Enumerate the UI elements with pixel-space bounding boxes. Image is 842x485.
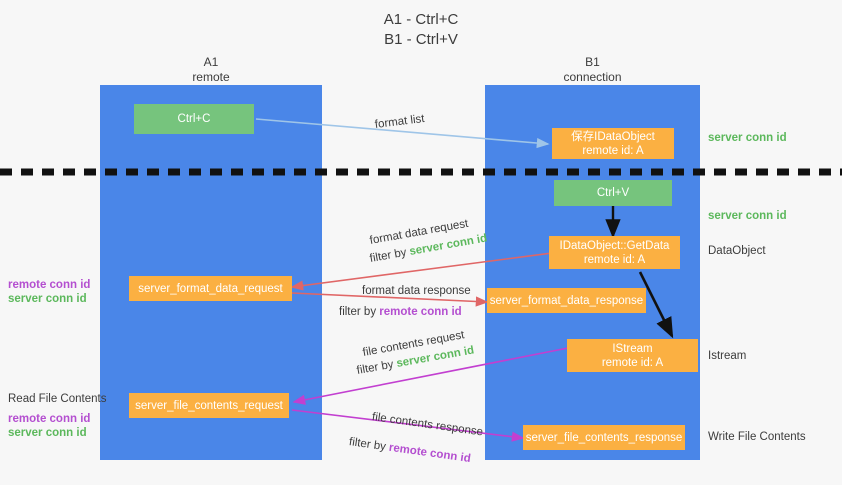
- column-header-a1: A1 remote: [100, 55, 322, 85]
- box-idataobject[interactable]: 保存IDataObject remote id: A: [552, 128, 674, 159]
- edge-label-format-data-response-filter: filter by remote conn id: [339, 305, 462, 320]
- box-server-format-data-response-label: server_format_data_response: [489, 294, 644, 307]
- side-label-server-conn-id-2: server conn id: [8, 427, 87, 439]
- diagram-title: A1 - Ctrl+C B1 - Ctrl+V: [0, 10, 842, 50]
- side-label-dataobject: DataObject: [708, 245, 766, 257]
- box-istream-subtitle: remote id: A: [601, 356, 664, 369]
- box-server-format-data-request[interactable]: server_format_data_request: [129, 276, 292, 301]
- box-istream-title: IStream: [612, 342, 653, 355]
- box-idataobject-title: 保存IDataObject: [571, 130, 655, 143]
- filter-prefix: filter by: [355, 358, 398, 377]
- title-line-2: B1 - Ctrl+V: [384, 31, 458, 48]
- side-label-istream: Istream: [708, 350, 747, 362]
- edge-label-file-contents-response: file contents response: [371, 411, 484, 439]
- filter-value-remote-conn-id: remote conn id: [379, 306, 462, 318]
- filter-prefix: filter by: [368, 246, 411, 265]
- column-a1-role: remote: [192, 70, 230, 84]
- column-b1-role: connection: [563, 70, 622, 84]
- box-ctrl-c-label: Ctrl+C: [177, 113, 211, 125]
- title-line-1: A1 - Ctrl+C: [383, 11, 459, 28]
- filter-prefix: filter by: [348, 436, 390, 454]
- side-label-write-file-contents: Write File Contents: [708, 431, 806, 443]
- column-b1-name: B1: [585, 55, 600, 69]
- edge-label-format-list: format list: [374, 112, 426, 131]
- side-label-remote-conn-id-2: remote conn id: [8, 413, 91, 425]
- side-label-server-conn-id-top: server conn id: [708, 132, 787, 144]
- box-istream[interactable]: IStream remote id: A: [567, 339, 698, 372]
- filter-prefix: filter by: [339, 306, 380, 318]
- box-server-format-data-response[interactable]: server_format_data_response: [487, 288, 646, 313]
- box-getdata-subtitle: remote id: A: [583, 253, 646, 266]
- filter-value-remote-conn-id: remote conn id: [388, 441, 472, 466]
- box-ctrl-v[interactable]: Ctrl+V: [554, 180, 672, 206]
- side-label-server-conn-id-mid: server conn id: [708, 210, 787, 222]
- box-server-file-contents-request-label: server_file_contents_request: [135, 399, 283, 412]
- box-server-file-contents-response[interactable]: server_file_contents_response: [523, 425, 685, 450]
- box-ctrl-c[interactable]: Ctrl+C: [134, 104, 254, 134]
- box-idataobject-subtitle: remote id: A: [582, 144, 644, 157]
- box-ctrl-v-label: Ctrl+V: [596, 187, 630, 199]
- column-header-b1: B1 connection: [485, 55, 700, 85]
- edge-label-format-data-response: format data response: [362, 285, 471, 297]
- box-getdata[interactable]: IDataObject::GetData remote id: A: [549, 236, 680, 269]
- side-label-server-conn-id-1: server conn id: [8, 293, 87, 305]
- box-server-file-contents-request[interactable]: server_file_contents_request: [129, 393, 289, 418]
- side-label-remote-conn-id-1: remote conn id: [8, 279, 91, 291]
- edge-label-file-contents-response-filter: filter by remote conn id: [348, 435, 472, 467]
- box-server-format-data-request-label: server_format_data_request: [138, 282, 283, 295]
- box-getdata-title: IDataObject::GetData: [559, 239, 670, 252]
- column-a1-name: A1: [203, 55, 219, 69]
- box-server-file-contents-response-label: server_file_contents_response: [525, 431, 683, 444]
- side-label-read-file-contents: Read File Contents: [8, 393, 107, 405]
